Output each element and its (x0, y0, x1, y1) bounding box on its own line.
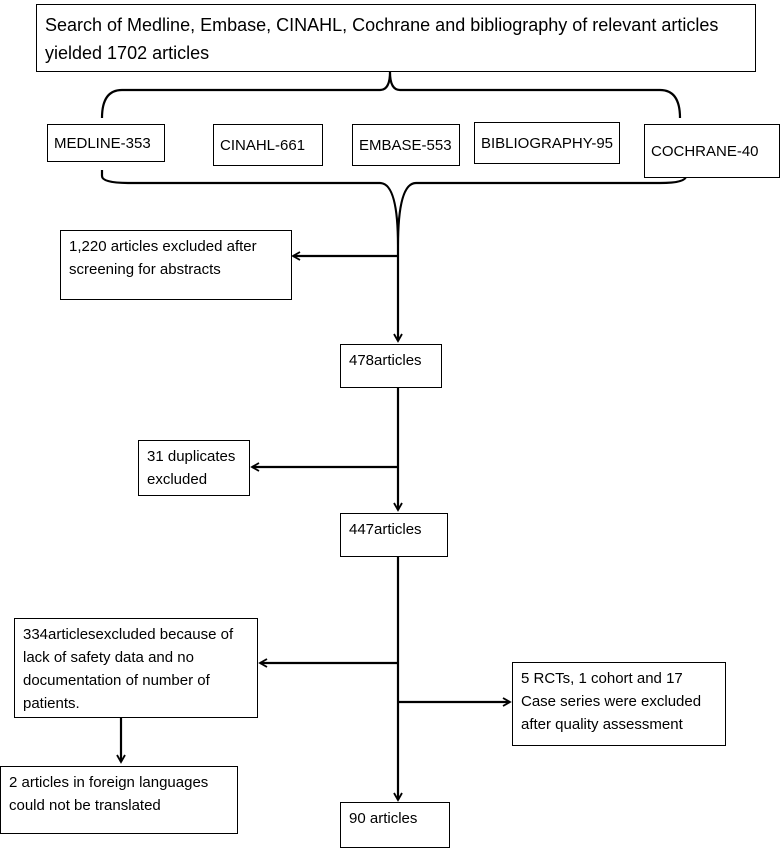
final-articles-box: 90 articles (340, 802, 450, 848)
source-label: COCHRANE-40 (651, 142, 759, 160)
excluded-quality-box: 5 RCTs, 1 cohort and 17 Case series were… (512, 662, 726, 746)
source-embase: EMBASE-553 (352, 124, 460, 166)
excluded-quality-text: 5 RCTs, 1 cohort and 17 Case series were… (521, 670, 702, 733)
excluded-safety-box: 334articlesexcluded because of lack of s… (14, 618, 258, 718)
excluded-abstracts-box: 1,220 articles excluded after screening … (60, 230, 292, 300)
duplicates-box: 31 duplicates excluded (138, 440, 250, 496)
source-cochrane: COCHRANE-40 (644, 124, 780, 178)
foreign-languages-box: 2 articles in foreign languages could no… (0, 766, 238, 834)
source-cinahl: CINAHL-661 (213, 124, 323, 166)
search-text: Search of Medline, Embase, CINAHL, Cochr… (45, 15, 719, 63)
articles-478-box: 478articles (340, 344, 442, 388)
source-label: EMBASE-553 (359, 136, 452, 154)
search-box: Search of Medline, Embase, CINAHL, Cochr… (36, 4, 756, 72)
source-label: BIBLIOGRAPHY-95 (481, 134, 614, 152)
articles-447-box: 447articles (340, 513, 448, 557)
source-bibliography: BIBLIOGRAPHY-95 (474, 122, 620, 164)
excluded-safety-text: 334articlesexcluded because of lack of s… (23, 626, 234, 712)
source-medline: MEDLINE-353 (47, 124, 165, 162)
articles-478-text: 478articles (349, 352, 422, 369)
excluded-abstracts-text: 1,220 articles excluded after screening … (69, 238, 257, 278)
final-articles-text: 90 articles (349, 810, 418, 827)
source-label: MEDLINE-353 (54, 134, 151, 152)
top-brace (100, 71, 682, 119)
duplicates-text: 31 duplicates excluded (147, 448, 236, 488)
foreign-languages-text: 2 articles in foreign languages could no… (9, 774, 209, 814)
source-label: CINAHL-661 (220, 136, 306, 154)
articles-447-text: 447articles (349, 521, 422, 538)
